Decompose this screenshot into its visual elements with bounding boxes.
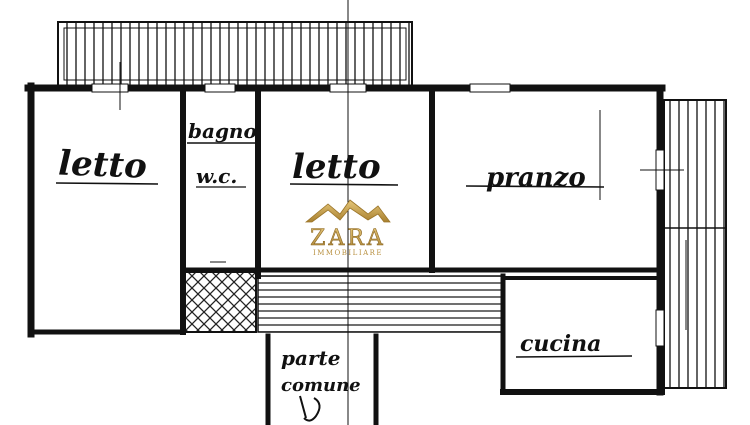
hallway-strip (257, 275, 504, 333)
label-letto-1: letto (58, 144, 148, 187)
room-labels: letto bagno w.c. letto pranzo cucina par… (55, 119, 633, 396)
label-bagno: bagno (188, 119, 257, 143)
walls (24, 82, 666, 425)
zara-logo: ZARA IMMOBILIARE (304, 199, 391, 257)
label-wc: w.c. (196, 164, 237, 188)
label-comune: comune (281, 375, 361, 396)
logo-tagline: IMMOBILIARE (313, 249, 383, 257)
label-cucina: cucina (520, 331, 601, 357)
balcony-top (57, 21, 413, 87)
balcony-right (663, 99, 727, 389)
logo-brand: ZARA (310, 226, 386, 251)
roof-icon (304, 199, 391, 223)
stair (299, 395, 321, 422)
label-pranzo: pranzo (486, 163, 586, 193)
label-parte: parte (281, 346, 340, 370)
label-letto-2: letto (292, 147, 381, 187)
closet-hatch (183, 271, 257, 333)
doors (119, 0, 687, 425)
